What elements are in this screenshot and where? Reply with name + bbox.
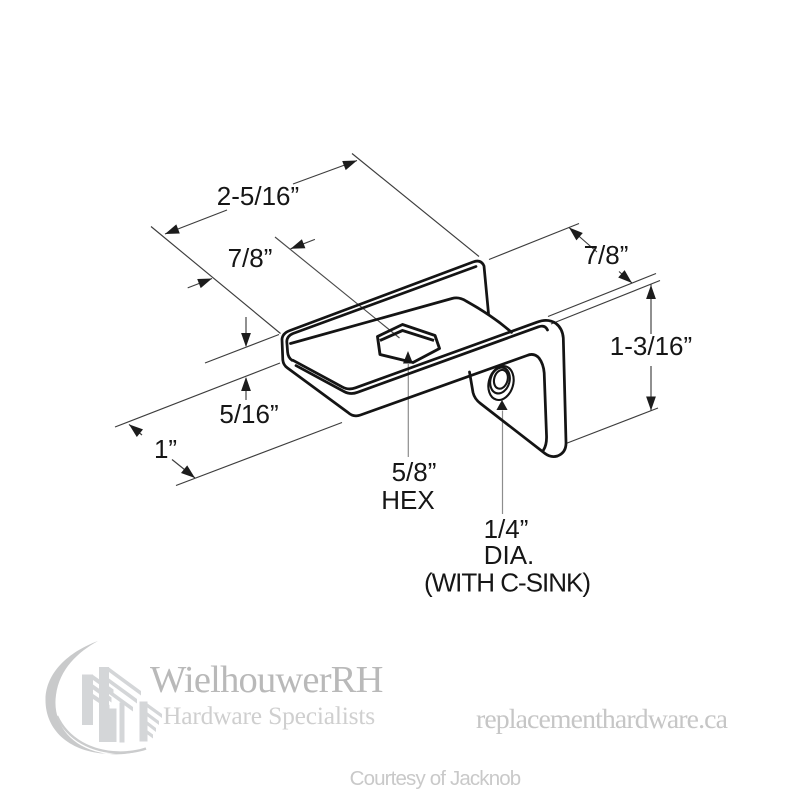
svg-text:DIA.: DIA.: [484, 540, 535, 570]
svg-text:1-3/16”: 1-3/16”: [610, 331, 692, 361]
svg-text:1/4”: 1/4”: [484, 514, 529, 544]
svg-text:5/16”: 5/16”: [219, 399, 278, 429]
svg-text:7/8”: 7/8”: [584, 240, 629, 270]
svg-text:Courtesy of Jacknob: Courtesy of Jacknob: [350, 767, 521, 790]
svg-text:Hardware Specialists: Hardware Specialists: [163, 701, 375, 730]
svg-text:2-5/16”: 2-5/16”: [217, 181, 299, 211]
svg-text:1”: 1”: [154, 434, 177, 464]
svg-text:replacementhardware.ca: replacementhardware.ca: [476, 704, 728, 735]
svg-text:(WITH C-SINK): (WITH C-SINK): [424, 568, 590, 598]
svg-text:5/8”: 5/8”: [392, 457, 437, 487]
svg-text:7/8”: 7/8”: [228, 243, 273, 273]
svg-text:WielhouwerRH: WielhouwerRH: [150, 659, 383, 701]
svg-text:HEX: HEX: [381, 485, 434, 515]
